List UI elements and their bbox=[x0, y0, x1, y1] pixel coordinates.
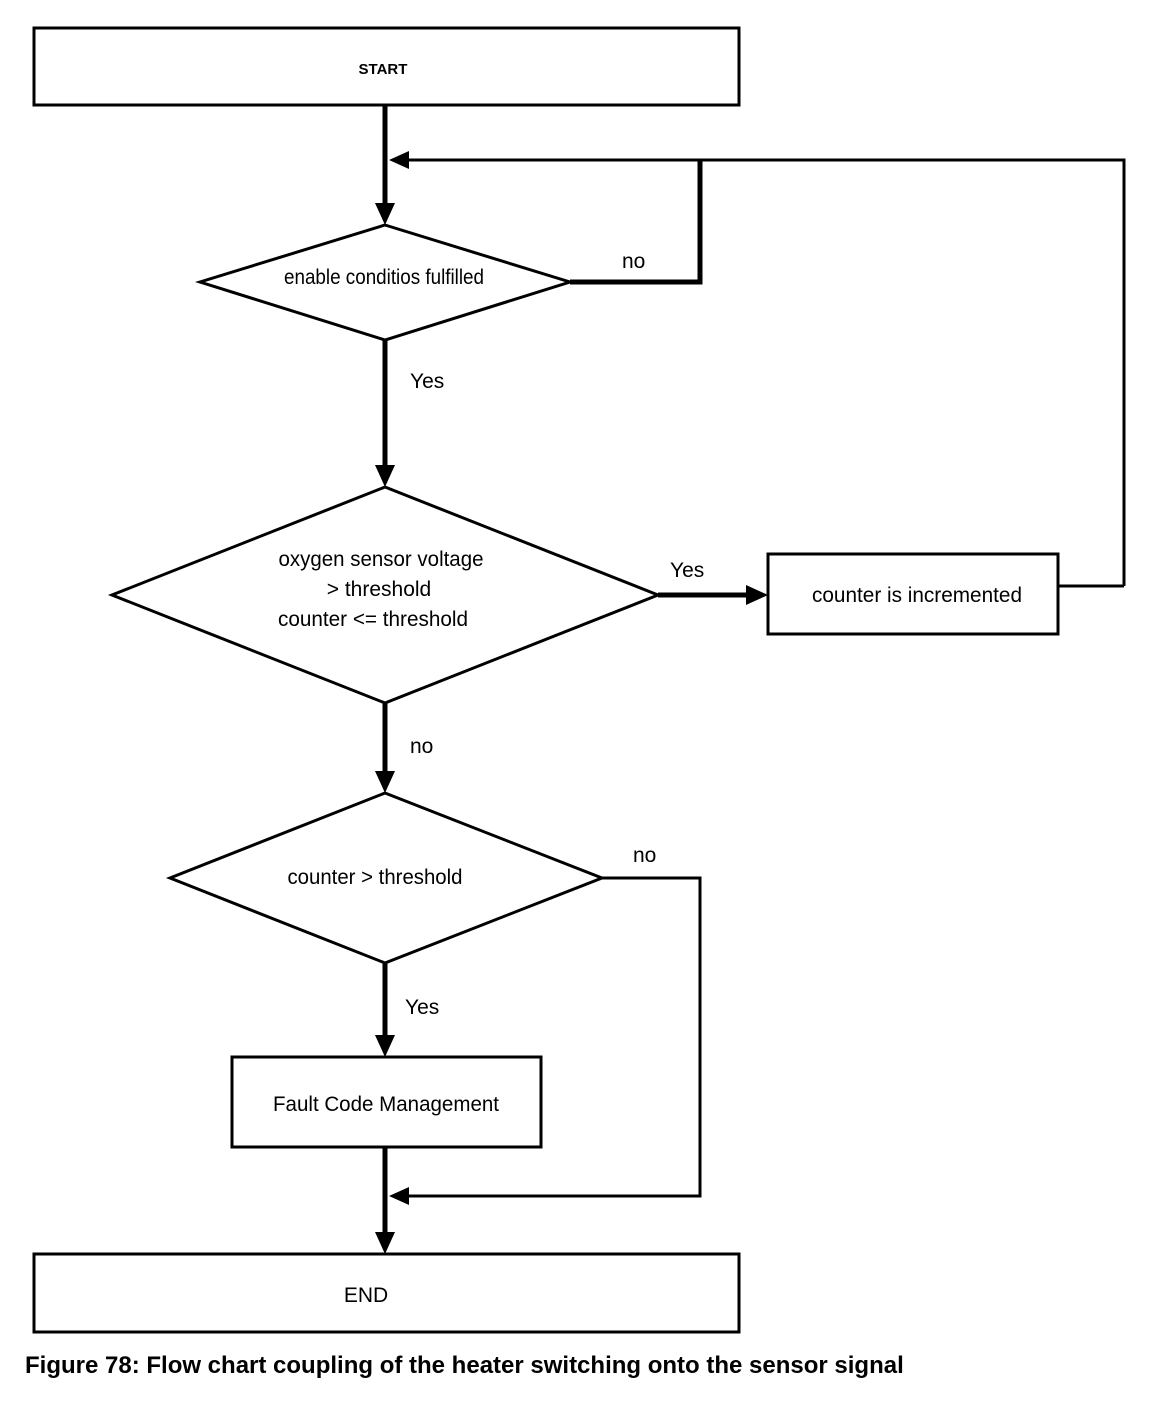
enable-no-label: no bbox=[622, 250, 645, 273]
voltage-yes-label: Yes bbox=[670, 559, 704, 582]
connector-loop-return bbox=[400, 158, 1126, 586]
arrowhead-fault-in bbox=[375, 1035, 395, 1057]
arrowhead-voltage-in bbox=[375, 465, 395, 487]
counter-no-label: no bbox=[633, 844, 656, 867]
counter-decision-label: counter > threshold bbox=[288, 866, 463, 889]
arrowhead-counter-process-in bbox=[746, 585, 768, 605]
arrowhead-bypass-return bbox=[389, 1187, 409, 1205]
fault-process-box bbox=[230, 1055, 543, 1149]
counter-process-label: counter is incremented bbox=[812, 584, 1022, 607]
start-label: START bbox=[359, 61, 408, 78]
arrowhead-end-in bbox=[375, 1232, 395, 1254]
voltage-no-label: no bbox=[410, 735, 433, 758]
voltage-decision-line2: > threshold bbox=[327, 578, 432, 601]
connector-enable-no bbox=[570, 160, 703, 285]
arrowhead-loop-return bbox=[389, 151, 409, 169]
enable-yes-label: Yes bbox=[410, 370, 444, 393]
figure-caption: Figure 78: Flow chart coupling of the he… bbox=[25, 1352, 904, 1379]
flowchart: START enable conditios fulfilled no Yes … bbox=[32, 26, 1126, 1334]
arrowhead-counter-decision-in bbox=[375, 771, 395, 793]
end-label: END bbox=[344, 1284, 388, 1307]
fault-process-label: Fault Code Management bbox=[273, 1093, 499, 1116]
enable-decision-label: enable conditios fulfilled bbox=[284, 266, 484, 289]
counter-yes-label: Yes bbox=[405, 996, 439, 1019]
start-box bbox=[32, 26, 741, 107]
connector-counter-no bbox=[400, 876, 702, 1198]
voltage-decision-line3: counter <= threshold bbox=[278, 608, 468, 631]
arrowhead-enable-in bbox=[375, 203, 395, 225]
end-box bbox=[32, 1252, 741, 1334]
counter-process-box bbox=[766, 552, 1060, 636]
voltage-decision-line1: oxygen sensor voltage bbox=[279, 548, 484, 571]
